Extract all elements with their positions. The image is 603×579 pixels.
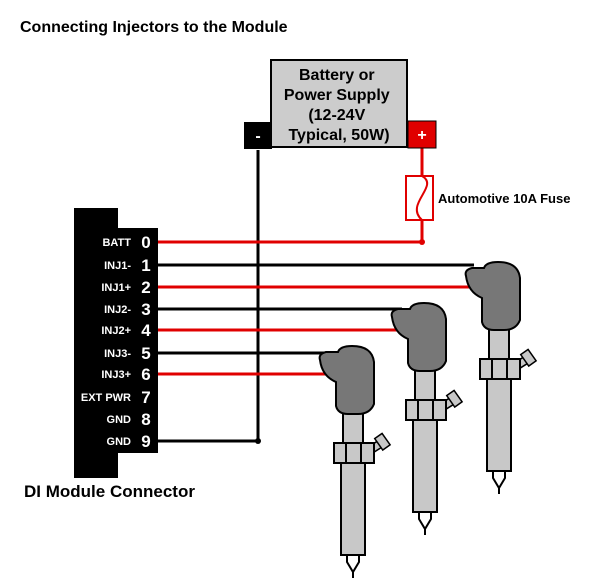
pin-number: 9 bbox=[141, 432, 150, 451]
injector-collar bbox=[479, 358, 521, 380]
pin-number: 6 bbox=[141, 365, 150, 384]
pin-label: BATT bbox=[102, 237, 131, 249]
pin-label: INJ3- bbox=[104, 348, 131, 360]
injector-head bbox=[390, 301, 447, 372]
connector-body bbox=[74, 228, 158, 453]
pin-number: 4 bbox=[141, 321, 151, 340]
injector-head bbox=[318, 344, 375, 415]
fuse-element bbox=[415, 175, 429, 221]
fuse-body bbox=[405, 175, 434, 221]
batt-junction bbox=[419, 239, 425, 245]
wires bbox=[150, 147, 482, 444]
pin-label: INJ1+ bbox=[101, 282, 131, 294]
pin-label: GND bbox=[107, 436, 132, 448]
fuse: Automotive 10A Fuse bbox=[405, 175, 570, 221]
ground-junction bbox=[255, 438, 261, 444]
injector-3 bbox=[318, 344, 392, 578]
fuse-label: Automotive 10A Fuse bbox=[438, 191, 570, 206]
injector-2 bbox=[390, 301, 464, 535]
power-supply-line-2: Power Supply bbox=[284, 87, 390, 104]
injector-1 bbox=[464, 260, 538, 494]
injector-collar bbox=[405, 399, 447, 421]
pin-number: 8 bbox=[141, 410, 150, 429]
diagram-title: Connecting Injectors to the Module bbox=[20, 19, 288, 36]
injector-tip bbox=[492, 470, 506, 490]
injector-tip bbox=[418, 511, 432, 531]
negative-terminal-label: - bbox=[255, 128, 260, 145]
pin-label: EXT PWR bbox=[81, 392, 131, 404]
injector-collar bbox=[333, 442, 375, 464]
svg-text:Battery or Power Supply: Battery or Power Supply (12-24V Typical,… bbox=[284, 67, 394, 144]
connector-bottom-tab bbox=[74, 448, 118, 478]
pin-number: 3 bbox=[141, 300, 150, 319]
injector-head bbox=[464, 260, 521, 331]
pin-number: 5 bbox=[141, 344, 150, 363]
positive-terminal-label: + bbox=[417, 127, 426, 144]
connector-caption: DI Module Connector bbox=[24, 482, 195, 501]
pin-label: INJ2- bbox=[104, 304, 131, 316]
pin-label: INJ1- bbox=[104, 260, 131, 272]
injector-lower-body bbox=[340, 462, 366, 556]
negative-terminal bbox=[244, 122, 272, 149]
power-supply-line-3: (12-24V bbox=[308, 107, 365, 124]
power-supply-box bbox=[270, 59, 408, 148]
pin-number: 0 bbox=[141, 233, 150, 252]
injector-lower-body bbox=[412, 419, 438, 513]
pin-label: INJ3+ bbox=[101, 369, 131, 381]
pin-number: 1 bbox=[141, 256, 150, 275]
positive-terminal bbox=[407, 120, 437, 149]
pin-number: 2 bbox=[141, 278, 150, 297]
pin-number: 7 bbox=[141, 388, 150, 407]
injector-lower-body bbox=[486, 378, 512, 472]
power-supply-line-4: Typical, 50W) bbox=[288, 127, 389, 144]
injector-tip bbox=[346, 554, 360, 574]
pin-label: GND bbox=[107, 414, 132, 426]
pin-label: INJ2+ bbox=[101, 325, 131, 337]
injectors bbox=[318, 260, 538, 578]
power-supply-line-1: Battery or bbox=[299, 67, 375, 84]
power-supply: Battery or Power Supply (12-24V Typical,… bbox=[244, 59, 437, 149]
